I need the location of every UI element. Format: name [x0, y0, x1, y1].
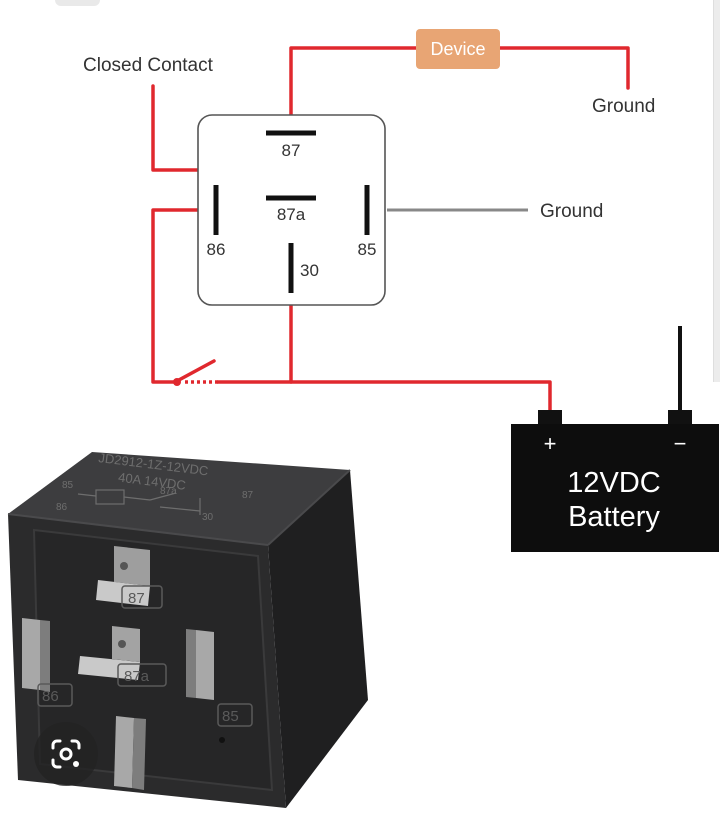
device-box: Device	[416, 29, 500, 69]
relay-top-pin-85: 85	[62, 480, 74, 491]
relay-outline	[197, 114, 386, 306]
battery-label-line2: Battery	[568, 501, 660, 533]
relay-front-87a: 87a	[124, 668, 150, 685]
relay-front-86: 86	[42, 688, 59, 705]
battery: + − 12VDC Battery	[511, 410, 719, 552]
battery-minus: −	[674, 431, 687, 456]
wire-86-to-switch	[151, 208, 200, 384]
pin-30-label: 30	[300, 261, 319, 280]
wire-main-to-battery	[216, 380, 552, 412]
relay-top-pin-86: 86	[56, 502, 68, 513]
ground-label-top: Ground	[592, 96, 655, 117]
pin-85-label: 85	[358, 240, 377, 259]
relay-terminal-30	[114, 716, 146, 790]
pin-86-label: 86	[207, 240, 226, 259]
relay-terminal-87a	[78, 626, 140, 680]
google-lens-button[interactable]	[34, 722, 98, 786]
switch-lever	[175, 359, 216, 383]
relay-photo: JD2912-1Z-12VDC 40A 14VDC 85 86 87a 87 3…	[7, 450, 368, 808]
closed-contact-label: Closed Contact	[83, 55, 214, 76]
relay-terminal-85	[186, 629, 214, 700]
relay-top-pin-87a: 87a	[160, 486, 177, 497]
relay-front-85: 85	[222, 708, 239, 725]
battery-plus: +	[544, 431, 557, 456]
relay-top-pin-87: 87	[242, 490, 254, 501]
pin-87a-label: 87a	[277, 205, 306, 224]
relay-top-face	[8, 452, 350, 545]
google-lens-icon	[51, 739, 81, 769]
battery-post-negative	[668, 410, 692, 426]
relay-schematic: 87 87a 86 85 30	[197, 114, 386, 306]
relay-top-schematic	[77, 489, 201, 515]
device-label: Device	[430, 39, 485, 59]
switch-pivot	[173, 378, 181, 386]
relay-front-87: 87	[128, 590, 145, 607]
battery-post-positive	[538, 410, 562, 426]
battery-body	[511, 424, 719, 552]
wire-87-to-device	[289, 46, 418, 117]
battery-label-line1: 12VDC	[567, 467, 661, 499]
relay-terminal-86	[22, 618, 50, 692]
scrollbar[interactable]	[713, 0, 720, 382]
relay-right-face	[268, 470, 368, 808]
wire-device-to-ground	[498, 46, 630, 90]
relay-top-pin-30: 30	[202, 512, 214, 523]
relay-front-numbers: 87 87a 86 85	[37, 585, 253, 743]
top-edge-shade	[55, 0, 100, 6]
pin-87-label: 87	[282, 141, 301, 160]
ground-label-mid: Ground	[540, 201, 603, 222]
